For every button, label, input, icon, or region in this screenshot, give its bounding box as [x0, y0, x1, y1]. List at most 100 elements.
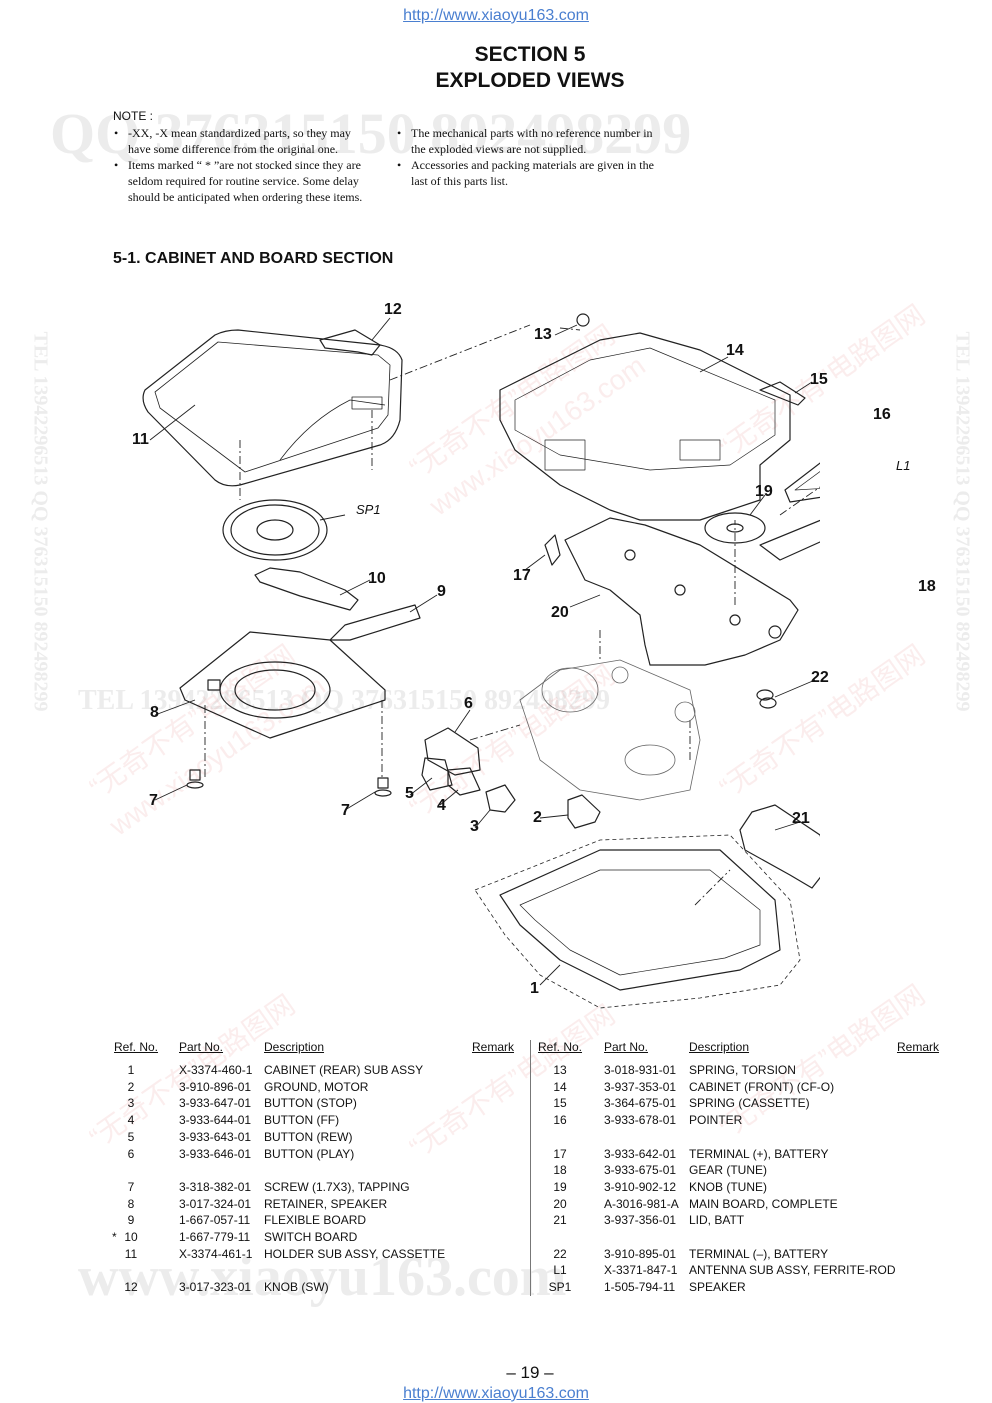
callout-16: 16: [873, 406, 891, 423]
row-part: 1-667-057-11: [179, 1213, 251, 1228]
page-title: EXPLODED VIEWS: [435, 69, 625, 92]
section-number: SECTION 5: [474, 43, 586, 66]
watermark-tel-right: TEL 13942296513 QQ 376315150 892498299: [951, 331, 974, 712]
note-item: -XX, -X mean standardized parts, so they…: [114, 125, 374, 157]
terminal-minus-part: [756, 689, 777, 709]
callout-7a: 7: [149, 792, 158, 809]
callout-18: 18: [918, 578, 936, 595]
speaker-part: [222, 499, 328, 561]
row-desc: RETAINER, SPEAKER: [264, 1196, 388, 1211]
row-part: 3-017-323-01: [179, 1280, 252, 1295]
row-part: 3-933-647-01: [179, 1096, 252, 1111]
callout-13: 13: [534, 326, 552, 343]
source-url-bottom[interactable]: http://www.xiaoyu163.com: [403, 1385, 589, 1402]
row-ref: 16: [553, 1113, 567, 1128]
callout-sp1: SP1: [356, 502, 381, 517]
callout-14: 14: [726, 342, 744, 359]
note-item: Accessories and packing materials are gi…: [397, 157, 662, 189]
callout-15: 15: [810, 371, 828, 388]
callout-22: 22: [811, 669, 829, 686]
terminal-plus-part: [544, 534, 561, 566]
row-part: 3-017-324-01: [179, 1196, 252, 1211]
row-desc: GROUND, MOTOR: [264, 1079, 369, 1094]
page-number: – 19 –: [506, 1363, 554, 1382]
flexible-board-part: [329, 604, 421, 641]
assembly-guide-lines: [204, 324, 820, 906]
row-part: 3-910-896-01: [179, 1079, 252, 1094]
row-part: 1-667-779-11: [179, 1230, 251, 1245]
table-row: 8 3-017-324-01 RETAINER, SPEAKER: [108, 1196, 528, 1213]
row-ref: 22: [553, 1246, 567, 1261]
row-part: 3-318-382-01: [179, 1179, 252, 1194]
note-list-right: The mechanical parts with no reference n…: [397, 125, 662, 189]
ground-motor-part: [567, 794, 601, 829]
row-desc: FLEXIBLE BOARD: [264, 1213, 367, 1228]
row-ref: 5: [127, 1129, 135, 1144]
callout-21: 21: [792, 810, 810, 827]
row-part: 3-364-675-01: [604, 1096, 677, 1111]
callout-2: 2: [533, 809, 542, 826]
row-ref: 11: [124, 1246, 138, 1261]
callout-20: 20: [551, 604, 569, 621]
row-part: 3-910-902-12: [604, 1179, 677, 1194]
row-part: 3-933-675-01: [604, 1163, 677, 1178]
row-desc: BUTTON (REW): [264, 1129, 353, 1144]
note-item: Items marked “ * ”are not stocked since …: [114, 157, 374, 205]
callout-3: 3: [470, 818, 479, 835]
row-part: 3-933-643-01: [179, 1129, 252, 1144]
row-part: X-3374-461-1: [179, 1246, 253, 1261]
button-rew-part: [421, 757, 453, 791]
callout-7b: 7: [341, 802, 350, 819]
col-part-right: Part No.: [604, 1040, 649, 1054]
row-part: 3-933-646-01: [179, 1146, 252, 1161]
row-ref: 8: [127, 1196, 135, 1211]
table-row: 5 3-933-643-01 BUTTON (REW): [108, 1129, 528, 1146]
row-desc: TERMINAL (+), BATTERY: [689, 1146, 829, 1161]
row-part: 3-937-353-01: [604, 1079, 677, 1094]
screw-part: [186, 769, 392, 797]
table-row-spacer: [108, 1262, 528, 1279]
table-row: 11 X-3374-461-1 HOLDER SUB ASSY, CASSETTE: [108, 1246, 528, 1263]
row-ref: 21: [553, 1213, 567, 1228]
row-desc: HOLDER SUB ASSY, CASSETTE: [264, 1246, 446, 1261]
row-ref: 10: [124, 1230, 138, 1245]
spring-torsion-part: [576, 313, 590, 327]
row-desc: GEAR (TUNE): [689, 1163, 767, 1178]
exploded-view-diagram: [142, 313, 820, 1009]
pointer-part: [784, 462, 820, 503]
callout-l1: L1: [896, 458, 911, 473]
row-ref: 9: [127, 1213, 135, 1228]
row-ref: 6: [127, 1146, 135, 1161]
row-desc: TERMINAL (–), BATTERY: [689, 1246, 829, 1261]
col-desc-left: Description: [264, 1040, 325, 1054]
note-heading: NOTE :: [113, 109, 154, 123]
mechanism-part: [519, 659, 701, 801]
table-row-spacer: [543, 1129, 963, 1146]
row-desc: SWITCH BOARD: [264, 1230, 358, 1245]
row-desc: KNOB (TUNE): [689, 1179, 767, 1194]
source-url-top[interactable]: http://www.xiaoyu163.com: [403, 7, 589, 24]
row-ref: 12: [124, 1280, 138, 1295]
row-part: 3-933-644-01: [179, 1113, 252, 1128]
cassette-holder-part: [142, 329, 403, 487]
row-part: X-3371-847-1: [604, 1263, 678, 1278]
section-heading: 5-1. CABINET AND BOARD SECTION: [113, 250, 394, 267]
button-stop-part: [485, 784, 516, 813]
row-desc: LID, BATT: [689, 1213, 745, 1228]
row-ref: 7: [127, 1179, 135, 1194]
